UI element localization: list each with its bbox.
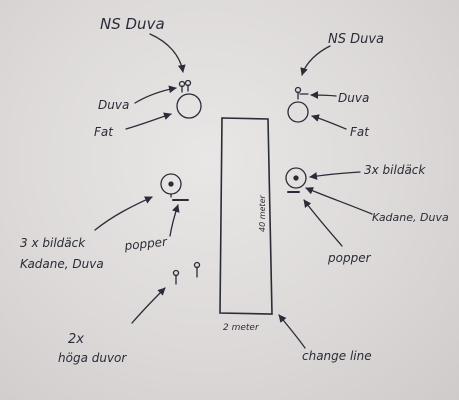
label-popper-right: popper [327, 251, 372, 265]
label-bildack-left: 3 x bildäck [20, 236, 86, 250]
label-popper-left: popper [123, 235, 169, 254]
arrow-bildack-left [94, 196, 153, 231]
tire-target-left [160, 173, 189, 201]
arrow-change-line [278, 314, 306, 349]
label-ns-duva-right: NS Duva [328, 32, 384, 47]
label-kadane-left: Kadane, Duva [20, 257, 104, 271]
tire-target-right [285, 167, 307, 193]
arrow-bildack-right [309, 171, 361, 180]
duva-figure-left [178, 79, 192, 93]
label-duva-left: Duva [98, 98, 129, 112]
fat-circle-left [176, 93, 202, 119]
high-pigeon-markers [172, 261, 201, 285]
label-hoga-count: 2x [68, 332, 84, 347]
arrow-duva-right [310, 91, 337, 99]
duva-figure-right [294, 86, 309, 100]
arrow-kadane-right [305, 187, 373, 215]
arrow-duva-left [134, 85, 177, 104]
arrow-ns-duva-right [300, 45, 331, 76]
arrow-fat-left [125, 112, 172, 130]
label-change-line: change line [302, 349, 372, 363]
label-duva-right: Duva [338, 91, 369, 105]
arrow-fat-right [311, 114, 347, 130]
label-lane-width: 2 meter [223, 323, 260, 333]
arrow-ns-duva-left [149, 33, 186, 73]
arrow-popper-right [303, 199, 343, 247]
lane-rectangle [219, 117, 273, 315]
label-bildack-right: 3x bildäck [364, 163, 426, 177]
arrow-popper-left [169, 204, 180, 237]
label-fat-left: Fat [94, 125, 114, 139]
label-hoga-duvor: höga duvor [58, 351, 127, 365]
label-lane-length: 40 meter [258, 195, 267, 232]
arrow-hoga-duvor [131, 287, 166, 324]
fat-circle-right [287, 101, 309, 123]
label-fat-right: Fat [350, 125, 370, 139]
label-kadane-right: Kadane, Duva [372, 211, 449, 224]
label-ns-duva-left: NS Duva [100, 15, 165, 33]
